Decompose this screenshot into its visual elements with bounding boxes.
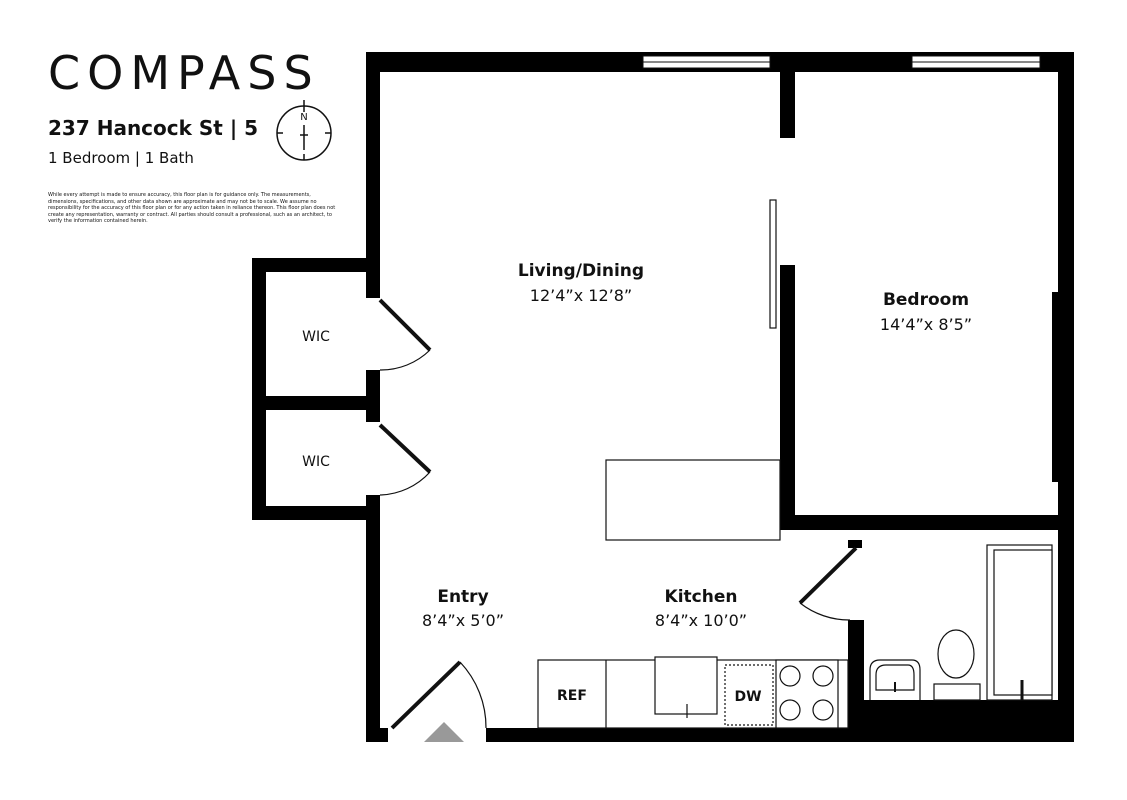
windows	[642, 55, 1041, 69]
dw-label: DW	[734, 689, 761, 705]
living-dims: 12’4”x 12’8”	[530, 286, 632, 305]
entry-arrow-icon	[424, 722, 464, 742]
ref-label: REF	[557, 688, 587, 704]
wic-1-name: WIC	[302, 329, 330, 345]
north-label: N	[300, 112, 307, 123]
entry-name: Entry	[437, 587, 488, 607]
disclaimer: While every attempt is made to ensure ac…	[48, 192, 336, 224]
room-labels: Living/Dining 12’4”x 12’8” Bedroom 14’4”…	[302, 261, 972, 705]
kitchen-island	[605, 459, 781, 541]
bedroom-dims: 14’4”x 8’5”	[880, 315, 972, 334]
compass-icon: N	[276, 100, 332, 161]
doors	[378, 199, 858, 730]
entry-dims: 8’4”x 5’0”	[422, 611, 504, 630]
wic-2-name: WIC	[302, 454, 330, 470]
walls	[252, 52, 1074, 742]
fixtures	[537, 459, 1053, 729]
address: 237 Hancock St | 5	[48, 116, 259, 140]
sink	[654, 656, 718, 715]
compass-logo: COMPASS	[48, 46, 320, 100]
toilet	[937, 629, 975, 679]
bedroom-name: Bedroom	[883, 290, 969, 310]
kitchen-name: Kitchen	[665, 587, 738, 607]
dishwasher	[724, 664, 774, 726]
kitchen-dims: 8’4”x 10’0”	[655, 611, 747, 630]
unit-summary: 1 Bedroom | 1 Bath	[48, 149, 194, 167]
living-name: Living/Dining	[518, 261, 644, 281]
